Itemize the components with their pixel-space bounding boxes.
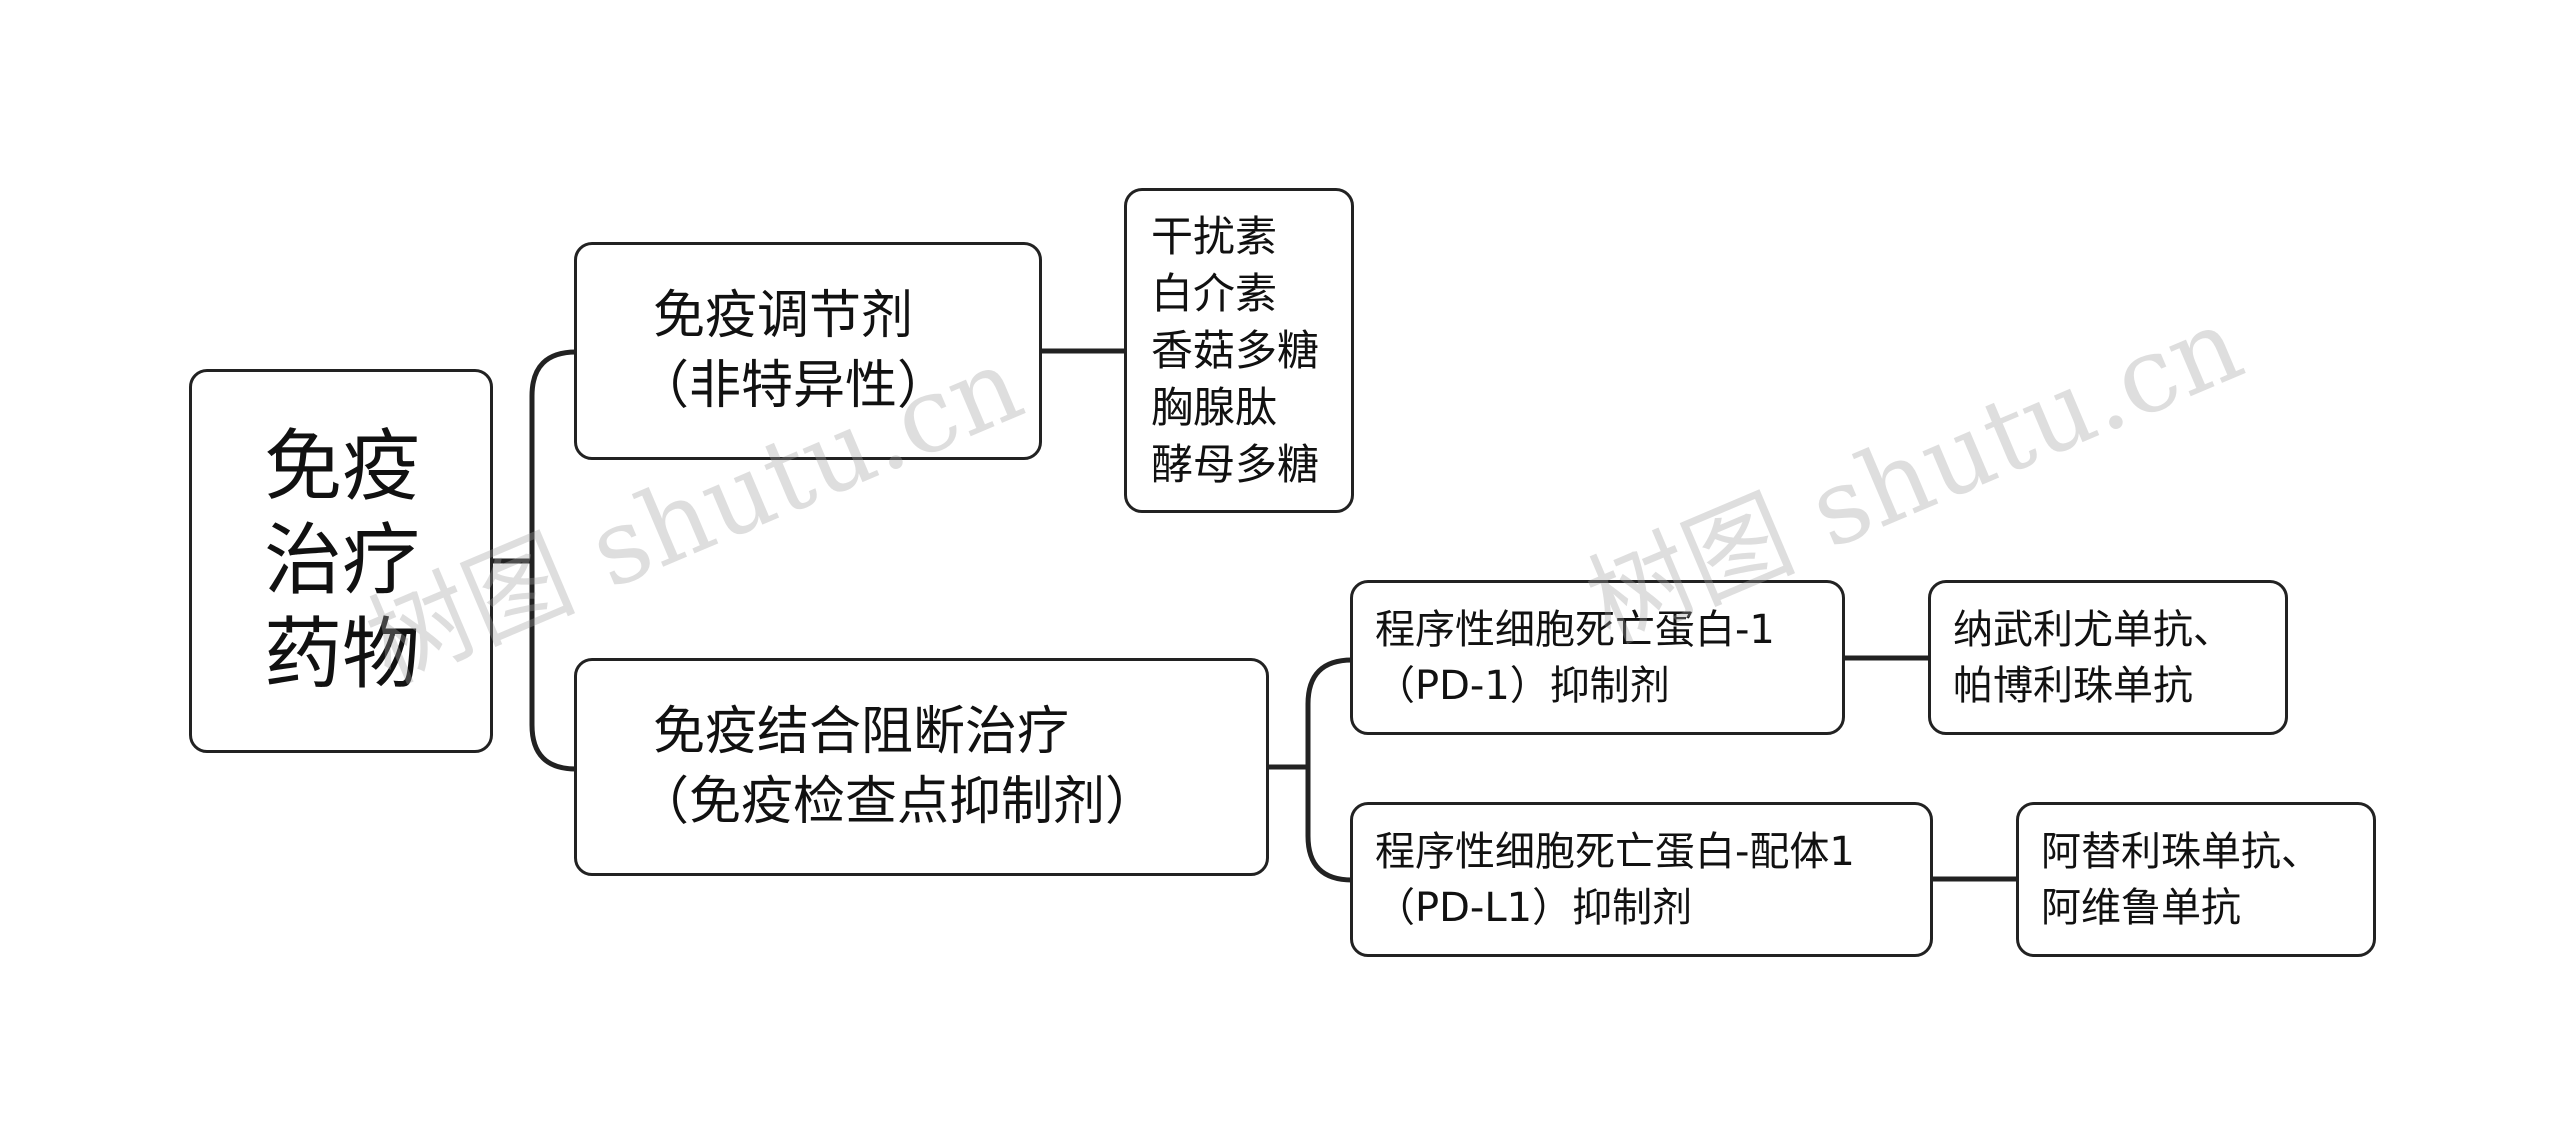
pdl1-drugs-node[interactable]: 阿替利珠单抗、 阿维鲁单抗 bbox=[2016, 802, 2376, 957]
pd1-node-line: （PD-1）抑制剂 bbox=[1375, 662, 1670, 709]
pdl1-inhibitor-node[interactable]: 程序性细胞死亡蛋白-配体1 （PD-L1）抑制剂 bbox=[1350, 802, 1933, 957]
branch-node-line: （非特异性） bbox=[637, 356, 950, 416]
immunomodulator-examples-node[interactable]: 干扰素 白介素 香菇多糖 胸腺肽 酵母多糖 bbox=[1124, 188, 1354, 513]
pd1-node-line: 程序性细胞死亡蛋白-1 bbox=[1375, 606, 1775, 653]
connector-checkpoint-split bbox=[1305, 657, 1353, 883]
pdl1-drug-line: 阿维鲁单抗 bbox=[2041, 884, 2241, 931]
branch-node-line: （免疫检查点抑制剂） bbox=[637, 772, 1158, 832]
pdl1-drug-line: 阿替利珠单抗、 bbox=[2041, 828, 2321, 875]
pd1-drugs-node[interactable]: 纳武利尤单抗、 帕博利珠单抗 bbox=[1928, 580, 2288, 735]
pdl1-node-line: （PD-L1）抑制剂 bbox=[1375, 884, 1693, 931]
example-item: 胸腺肽 bbox=[1151, 383, 1278, 432]
root-node-line: 免疫 bbox=[264, 422, 421, 512]
example-item: 白介素 bbox=[1151, 269, 1278, 318]
example-item: 香菇多糖 bbox=[1151, 326, 1320, 375]
pdl1-node-line: 程序性细胞死亡蛋白-配体1 bbox=[1375, 828, 1855, 875]
root-node-line: 治疗 bbox=[264, 516, 421, 606]
root-node-line: 药物 bbox=[264, 610, 421, 700]
branch-node-line: 免疫调节剂 bbox=[653, 286, 914, 346]
pd1-drug-line: 帕博利珠单抗 bbox=[1953, 662, 2193, 709]
connector-root-to-branches bbox=[529, 349, 577, 772]
example-item: 酵母多糖 bbox=[1151, 440, 1320, 489]
example-item: 干扰素 bbox=[1151, 212, 1278, 261]
branch-immunomodulator-node[interactable]: 免疫调节剂 （非特异性） bbox=[574, 242, 1042, 460]
root-node[interactable]: 免疫 治疗 药物 bbox=[189, 369, 493, 753]
pd1-inhibitor-node[interactable]: 程序性细胞死亡蛋白-1 （PD-1）抑制剂 bbox=[1350, 580, 1845, 735]
pd1-drug-line: 纳武利尤单抗、 bbox=[1953, 606, 2233, 653]
branch-checkpoint-node[interactable]: 免疫结合阻断治疗 （免疫检查点抑制剂） bbox=[574, 658, 1269, 876]
branch-node-line: 免疫结合阻断治疗 bbox=[653, 702, 1070, 762]
